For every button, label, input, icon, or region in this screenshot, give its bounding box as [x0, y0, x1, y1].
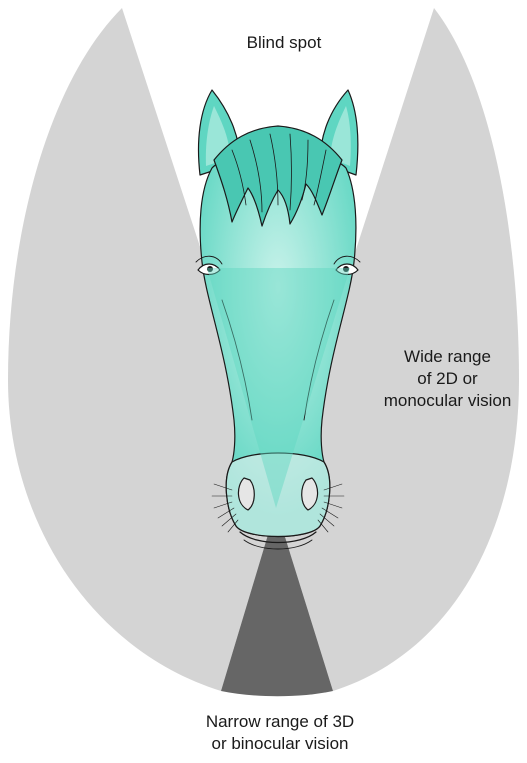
monocular-vision-label: Wide range of 2D or monocular vision — [370, 346, 525, 412]
blind-spot-label: Blind spot — [214, 32, 354, 54]
binocular-vision-label: Narrow range of 3D or binocular vision — [170, 711, 390, 755]
